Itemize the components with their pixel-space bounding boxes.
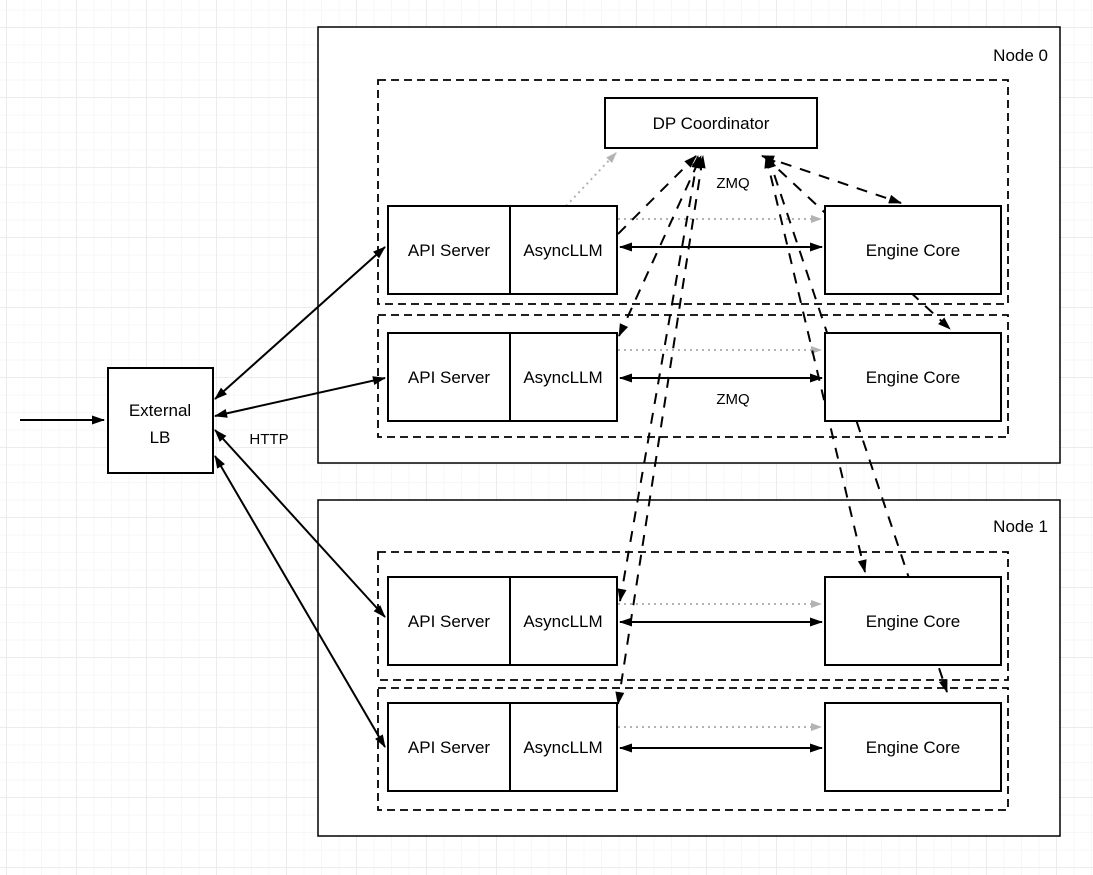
api-server-box-n0r1 bbox=[387, 332, 511, 422]
asyncllm-label-n0r1: AsyncLLM bbox=[523, 368, 602, 387]
asyncllm-label-n0r0: AsyncLLM bbox=[523, 241, 602, 260]
engine-core-box-n0r0 bbox=[824, 205, 1002, 295]
engine-core-box-n1r1 bbox=[824, 702, 1002, 792]
api-server-label-n1r1: API Server bbox=[408, 738, 491, 757]
engine-core-label-n0r1: Engine Core bbox=[866, 368, 961, 387]
labels: Node 0 Node 1 DP Coordinator External LB… bbox=[129, 46, 1048, 757]
asyncllm-box-n0r1 bbox=[509, 332, 618, 422]
api-server-label-n1r0: API Server bbox=[408, 612, 491, 631]
external-lb-label-line2: LB bbox=[150, 428, 171, 447]
http-label: HTTP bbox=[249, 431, 288, 448]
api-server-label-n0r1: API Server bbox=[408, 368, 491, 387]
zmq-coordinator-label: ZMQ bbox=[716, 175, 749, 192]
api-server-box-n1r0 bbox=[387, 576, 511, 666]
node0-label: Node 0 bbox=[993, 46, 1048, 65]
asyncllm-label-n1r0: AsyncLLM bbox=[523, 612, 602, 631]
coordinator-async-dashed-n1r1 bbox=[615, 155, 706, 705]
engine-core-label-n0r0: Engine Core bbox=[866, 241, 961, 260]
api-server-box-n1r1 bbox=[387, 702, 511, 792]
engine-core-label-n1r0: Engine Core bbox=[866, 612, 961, 631]
asyncllm-box-n1r1 bbox=[509, 702, 618, 792]
external-lb-label-line1: External bbox=[129, 401, 191, 420]
asyncllm-label-n1r1: AsyncLLM bbox=[523, 738, 602, 757]
engine-core-box-n1r0 bbox=[824, 576, 1002, 666]
lb-api-arrow-n0r0 bbox=[214, 246, 386, 400]
asyncllm-box-n0r0 bbox=[509, 205, 618, 295]
asyncllm-box-n1r0 bbox=[509, 576, 618, 666]
external-lb-box bbox=[107, 367, 214, 474]
process-group-node0-rank0 bbox=[377, 79, 1009, 305]
lb-api-arrow-n0r1 bbox=[214, 376, 386, 418]
api-server-label-n0r0: API Server bbox=[408, 241, 491, 260]
dp-coordinator-label: DP Coordinator bbox=[653, 114, 770, 133]
async-coordinator-dotted-arrow bbox=[565, 152, 617, 207]
engine-core-label-n1r1: Engine Core bbox=[866, 738, 961, 757]
engine-core-box-n0r1 bbox=[824, 332, 1002, 422]
connectors bbox=[20, 152, 951, 753]
node1-label: Node 1 bbox=[993, 517, 1048, 536]
api-server-box-n0r0 bbox=[387, 205, 511, 295]
components bbox=[107, 97, 1002, 792]
dp-coordinator-box bbox=[604, 97, 818, 149]
lb-api-arrow-n1r1 bbox=[214, 455, 386, 748]
zmq-row-label: ZMQ bbox=[716, 391, 749, 408]
